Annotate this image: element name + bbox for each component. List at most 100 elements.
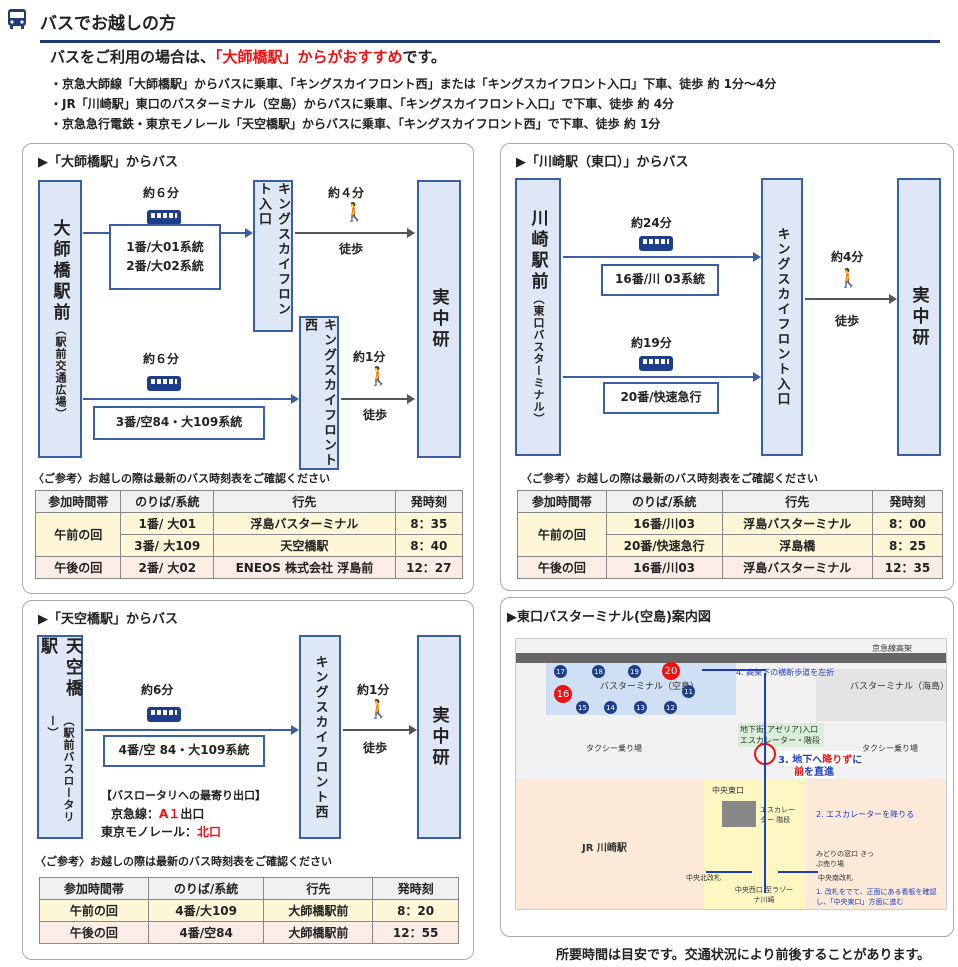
kawasaki-station-sub: （東口バスターミナル） (532, 293, 545, 425)
daishi-walk2-time: 約1分 (353, 350, 386, 364)
daishi-route2-box: 3番/空84・大109系統 (93, 406, 265, 440)
jr-label: JR 川崎駅 (582, 843, 627, 854)
route-line-vertical (764, 673, 766, 893)
recommendation-highlight: 「大師橋駅」からがおすすめ (215, 48, 403, 66)
kawasaki-route1: 16番/川 03系統 (615, 272, 705, 287)
daishi-route1-box: 1番/大01系統 2番/大02系統 (109, 224, 221, 290)
walking-person-icon: 🚶 (367, 366, 390, 387)
th-time-slot: 参加時間帯 (39, 877, 149, 900)
bus-icon (639, 236, 673, 251)
tenku-route-box: 4番/空 84・大109系統 (103, 735, 265, 767)
th-time-slot: 参加時間帯 (517, 490, 607, 513)
cell-route: 1番/ 大01 (120, 512, 215, 535)
step2-label: 2. エスカレーターを降りる (816, 810, 915, 819)
tenku-station-sub: （駅前バスロータリー） (46, 714, 75, 823)
bus-stop-16: 16 (554, 685, 572, 703)
cell-dest: 大師橋駅前 (263, 921, 374, 944)
kawasaki-stop-box: キングスカイフロント入口 (761, 178, 803, 456)
tenku-exit1: 京急線：A１出口 (111, 805, 204, 822)
tenku-exit1-post: 出口 (180, 807, 205, 821)
kawasaki-walk-label: 徒歩 (835, 314, 860, 328)
terminal-label: バスターミナル（空島） (600, 682, 700, 692)
kawasaki-route1-box: 16番/川 03系統 (601, 264, 719, 296)
daishi-station-name: 大師橋駅前 (49, 218, 70, 324)
bus-icon (8, 9, 26, 29)
kawasaki-station-name: 川崎駅前 (527, 209, 548, 293)
kawasaki-route2-box: 20番/快速急行 (603, 382, 719, 414)
kawasaki-time1: 約24分 (631, 216, 672, 230)
tenku-note: 〈ご参考〉お越しの際は最新のバス時刻表をご確認ください (35, 855, 332, 868)
kawasaki-arrow2 (563, 372, 761, 382)
step3-pre: 3. 地下へ (778, 755, 823, 766)
tenku-panel-title: ▶「天空橋駅」からバス (38, 612, 178, 627)
map-rail-label: 京急線高架 (872, 644, 912, 653)
cell-pm: 午後の回 (34, 556, 122, 579)
step3-label: 3. 地下へ降りずに (778, 751, 863, 766)
route-line-top (702, 669, 766, 671)
tenku-exit2: 東京モノレール：北口 (101, 823, 221, 840)
step3-post: に (852, 755, 863, 766)
terminal-map: 京急線高架 バスターミナル（空島） 17 18 19 20 16 15 14 1… (515, 638, 947, 910)
walking-person-icon: 🚶 (837, 268, 860, 289)
tenku-exit1-red: A１ (159, 807, 181, 821)
cell-dest: 浮島バスターミナル (213, 512, 396, 535)
cell-route: 4番/大109 (147, 899, 265, 922)
cell-am: 午前の回 (517, 512, 607, 557)
bus-stop: 15 (576, 701, 589, 714)
tenku-walk-arrow (343, 725, 417, 735)
step3b-label: 前を直進 (794, 763, 834, 778)
tenku-walk-time: 約1分 (357, 683, 390, 697)
recommendation-pre: バスをご利用の場合は、 (50, 48, 216, 66)
kawasaki-arrow1 (563, 252, 761, 262)
bus-icon (147, 210, 181, 225)
daishi-arrow2 (83, 394, 299, 404)
kawasaki-time2: 約19分 (631, 336, 672, 350)
tenku-time: 約6分 (141, 683, 174, 697)
taxi1-label: タクシー乗り場 (586, 744, 642, 753)
cell-time: 8：25 (872, 534, 943, 557)
tenku-station-box: 天空橋駅（駅前バスロータリー） (37, 635, 83, 839)
cell-am: 午前の回 (34, 512, 122, 557)
daishi-walk2-label: 徒歩 (363, 408, 388, 422)
map-title: ▶東口バスターミナル(空島)案内図 (507, 610, 711, 625)
cell-route: 3番/ 大109 (120, 534, 215, 557)
bus-stop: 13 (634, 701, 647, 714)
cell-am: 午前の回 (39, 899, 149, 922)
tenku-exit1-pre: 京急線： (111, 807, 160, 821)
cell-time: 12：35 (872, 556, 943, 579)
th-time-slot: 参加時間帯 (34, 490, 122, 513)
tenku-panel: ▶「天空橋駅」からバス 天空橋駅（駅前バスロータリー） 約6分 4番/空 84・… (22, 600, 474, 960)
cell-dest: 浮島橋 (721, 534, 874, 557)
escalator-icon (722, 801, 756, 827)
th-destination: 行先 (263, 877, 374, 900)
cell-time: 8：00 (872, 512, 943, 535)
th-route: のりば/系統 (605, 490, 723, 513)
cell-time: 8：40 (394, 534, 464, 557)
daishi-station-box: 大師橋駅前（駅前交通広場） (38, 180, 82, 458)
bus-icon (147, 707, 181, 722)
bus-stop-20: 20 (662, 662, 680, 680)
daishi-walk1-label: 徒歩 (339, 242, 364, 256)
walking-person-icon: 🚶 (343, 202, 366, 223)
bus-stop: 17 (554, 665, 567, 678)
kawasaki-walk-time: 約4分 (831, 250, 864, 264)
daishi-panel: ▶「大師橋駅」からバス 大師橋駅前（駅前交通広場） 約６分 1番/大01系統 2… (22, 143, 474, 594)
th-departure: 発時刻 (872, 490, 943, 513)
terminal-umi (816, 669, 946, 721)
daishi-stop2-box: キングスカイフロント西 (299, 316, 339, 470)
terminal2-label: バスターミナル（海島） (850, 682, 947, 692)
cell-route: 4番/空84 (147, 921, 265, 944)
bullet-daishi: ・京急大師線「大師橋駅」からバスに乗車、「キングスカイフロント西」または「キング… (50, 77, 777, 91)
bus-icon (147, 376, 181, 391)
daishi-station-sub: （駅前交通広場） (54, 323, 67, 420)
title-underline (40, 40, 940, 43)
tenku-exit2-pre: 東京モノレール： (101, 825, 198, 839)
tenku-exit2-red: 北口 (197, 825, 222, 839)
west-exit-label: 中央西口 至ラゾーナ川崎 (734, 886, 794, 904)
